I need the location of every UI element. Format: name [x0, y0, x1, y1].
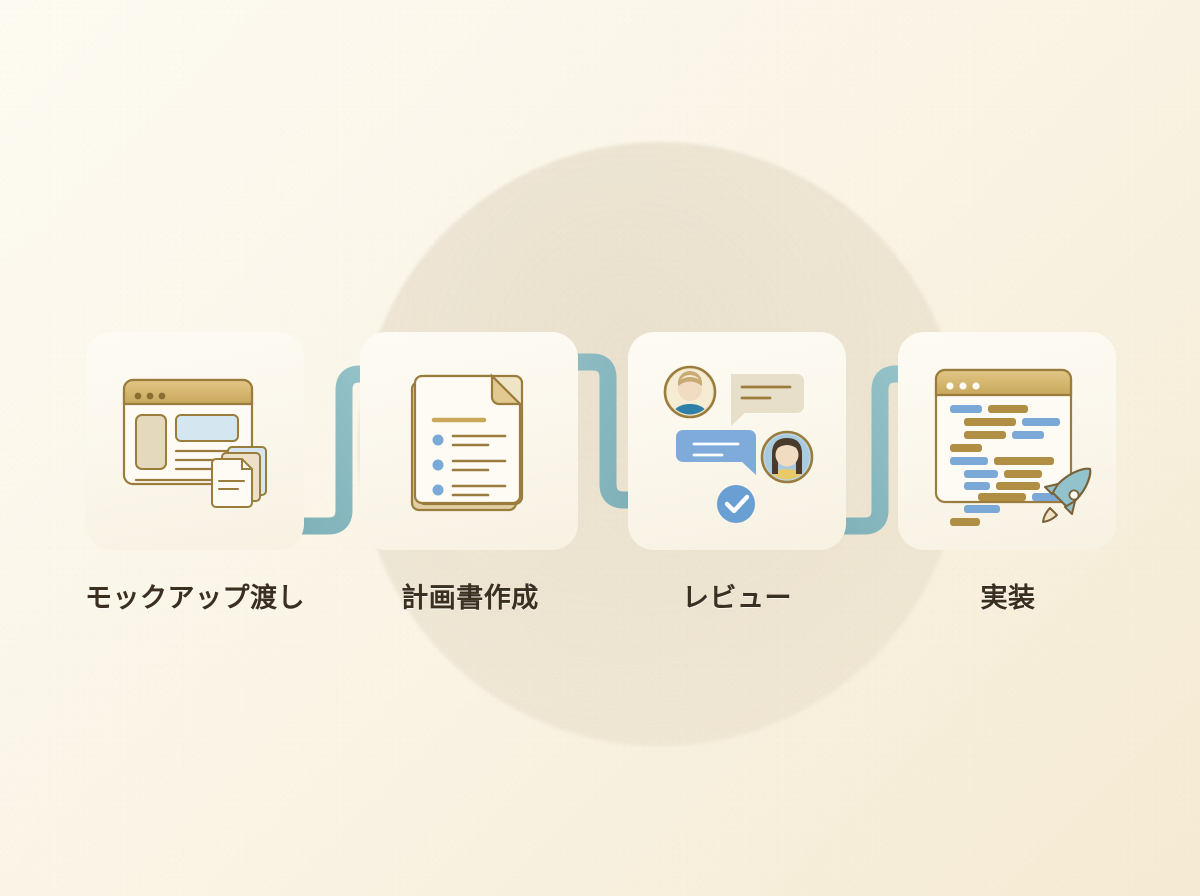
step-card-4-surface — [898, 332, 1116, 550]
review-chat-icon — [663, 365, 814, 523]
check-badge-icon — [717, 485, 755, 523]
planning-document-icon — [410, 373, 524, 512]
step-label-2: 計画書作成 — [401, 583, 539, 613]
avatar-male — [663, 365, 717, 419]
step-label-4: 実装 — [980, 583, 1036, 613]
step-card-2-surface — [360, 332, 578, 550]
step-card-3-surface — [628, 332, 846, 550]
rocket-icon — [1042, 467, 1092, 523]
step-card-2[interactable] — [360, 332, 578, 559]
step-card-1-surface — [86, 332, 304, 550]
code-editor-icon — [934, 368, 1092, 526]
step-label-1: モックアップ渡し — [85, 583, 305, 613]
step-label-3: レビュー — [682, 583, 792, 613]
avatar-female — [760, 430, 814, 484]
step-card-3[interactable] — [628, 332, 846, 559]
step-card-1[interactable] — [86, 332, 304, 559]
step-card-4[interactable] — [898, 332, 1116, 559]
browser-mockup-icon — [122, 378, 267, 508]
